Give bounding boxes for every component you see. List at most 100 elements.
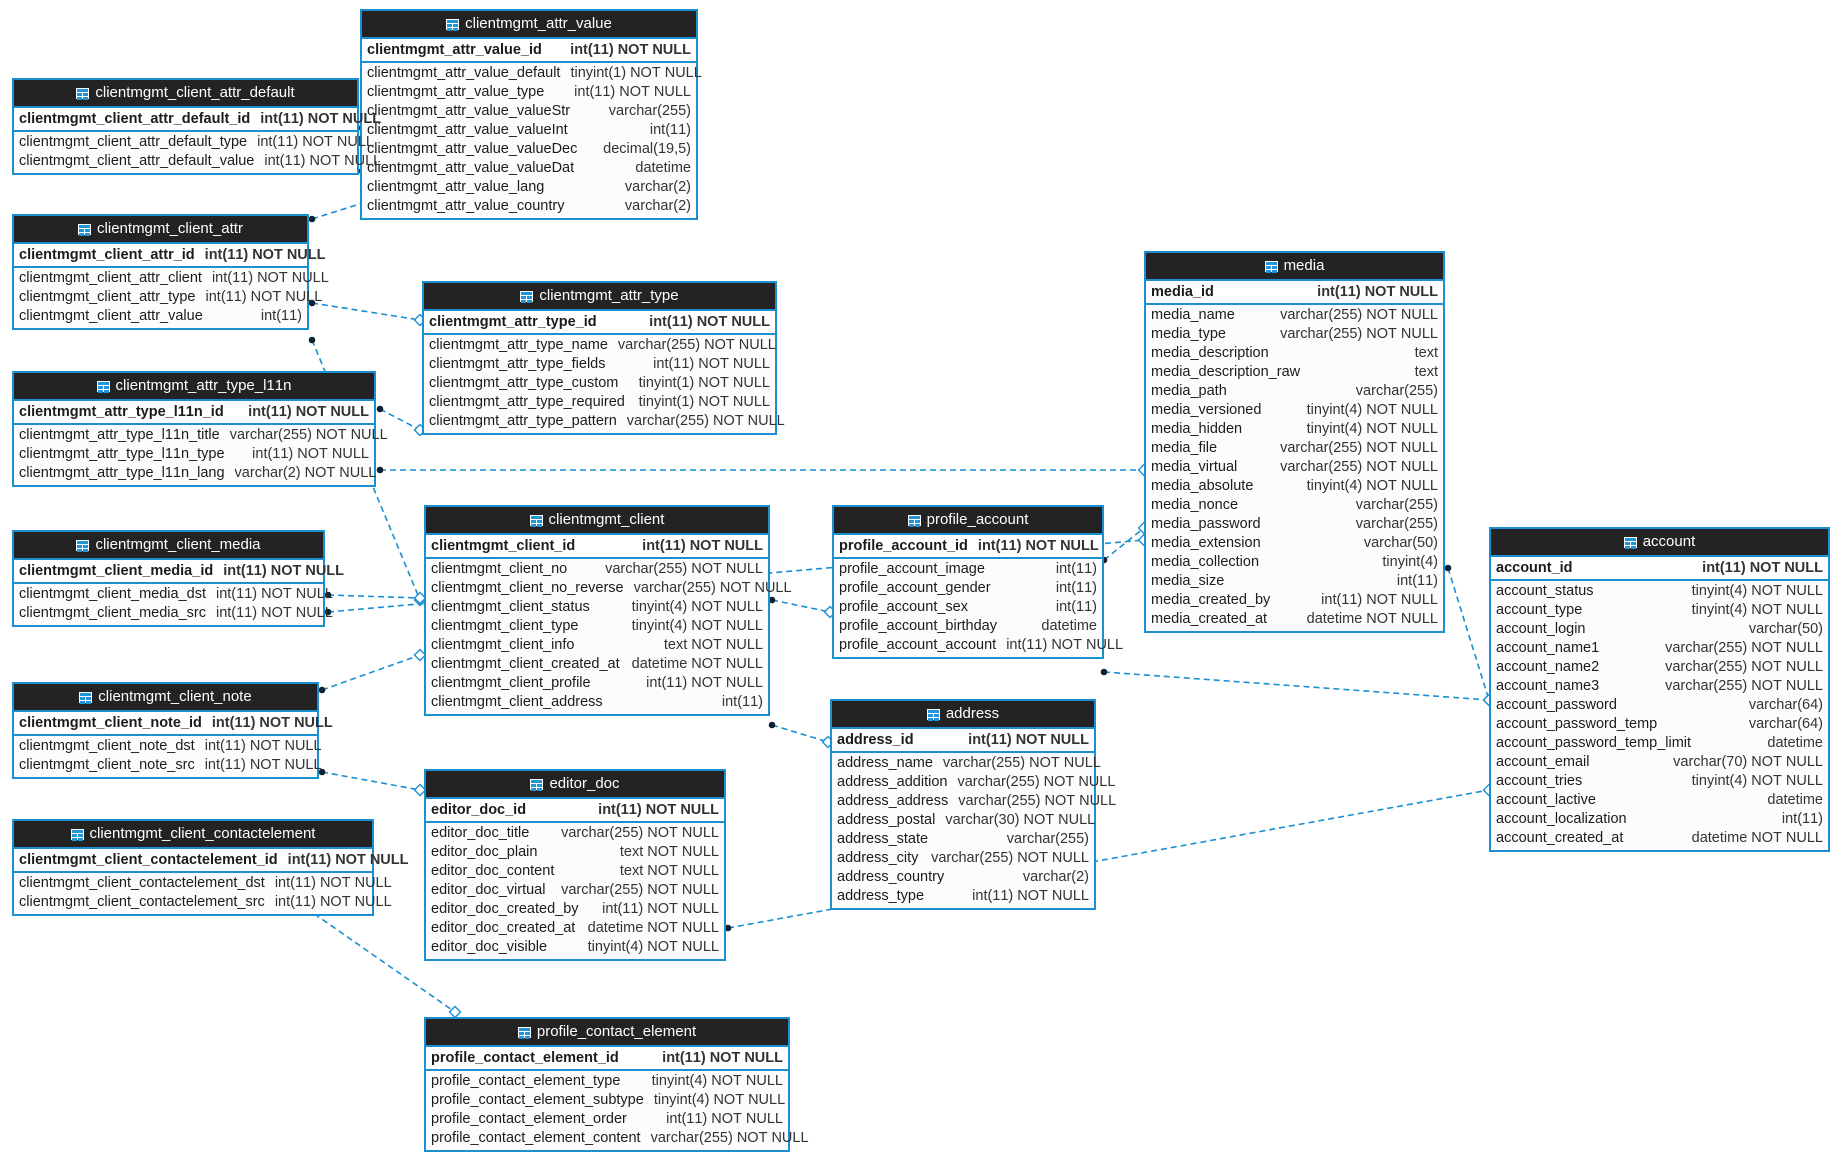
column-row[interactable]: media_collectiontinyint(4) <box>1146 553 1443 572</box>
column-row[interactable]: media_typevarchar(255) NOT NULL <box>1146 325 1443 344</box>
primary-key-row[interactable]: clientmgmt_attr_type_l11n_idint(11) NOT … <box>14 401 374 425</box>
column-row[interactable]: clientmgmt_attr_value_valueDatdatetime <box>362 159 696 178</box>
primary-key-row[interactable]: editor_doc_idint(11) NOT NULL <box>426 799 724 823</box>
column-row[interactable]: editor_doc_virtualvarchar(255) NOT NULL <box>426 881 724 900</box>
primary-key-row[interactable]: media_idint(11) NOT NULL <box>1146 281 1443 305</box>
column-row[interactable]: editor_doc_plaintext NOT NULL <box>426 843 724 862</box>
column-row[interactable]: editor_doc_created_atdatetime NOT NULL <box>426 919 724 938</box>
column-row[interactable]: clientmgmt_client_note_srcint(11) NOT NU… <box>14 756 322 775</box>
column-row[interactable]: clientmgmt_attr_type_customtinyint(1) NO… <box>424 374 775 393</box>
primary-key-row[interactable]: clientmgmt_attr_value_idint(11) NOT NULL <box>362 39 696 63</box>
column-row[interactable]: clientmgmt_client_attr_default_valueint(… <box>14 152 381 171</box>
column-row[interactable]: media_sizeint(11) <box>1146 572 1443 591</box>
column-row[interactable]: profile_account_accountint(11) NOT NULL <box>834 636 1123 655</box>
column-row[interactable]: clientmgmt_client_profileint(11) NOT NUL… <box>426 674 768 693</box>
column-row[interactable]: clientmgmt_attr_value_defaulttinyint(1) … <box>362 64 702 83</box>
column-row[interactable]: clientmgmt_client_addressint(11) <box>426 693 768 712</box>
column-row[interactable]: media_created_atdatetime NOT NULL <box>1146 610 1443 629</box>
entity-table-clientmgmt_client_contactelement[interactable]: clientmgmt_client_contactelementclientmg… <box>12 819 409 916</box>
column-row[interactable]: media_passwordvarchar(255) <box>1146 515 1443 534</box>
column-row[interactable]: profile_contact_element_orderint(11) NOT… <box>426 1110 788 1129</box>
primary-key-row[interactable]: account_idint(11) NOT NULL <box>1491 557 1828 581</box>
column-row[interactable]: address_statevarchar(255) <box>832 830 1094 849</box>
column-row[interactable]: clientmgmt_client_media_dstint(11) NOT N… <box>14 585 333 604</box>
column-row[interactable]: editor_doc_contenttext NOT NULL <box>426 862 724 881</box>
primary-key-row[interactable]: clientmgmt_client_attr_default_idint(11)… <box>14 108 381 132</box>
column-row[interactable]: media_namevarchar(255) NOT NULL <box>1146 306 1443 325</box>
column-row[interactable]: media_noncevarchar(255) <box>1146 496 1443 515</box>
column-row[interactable]: clientmgmt_client_attr_clientint(11) NOT… <box>14 269 329 288</box>
column-row[interactable]: clientmgmt_client_note_dstint(11) NOT NU… <box>14 737 322 756</box>
column-row[interactable]: account_loginvarchar(50) <box>1491 620 1828 639</box>
entity-table-profile_account[interactable]: profile_accountprofile_account_idint(11)… <box>832 505 1123 659</box>
column-row[interactable]: clientmgmt_attr_value_valueIntint(11) <box>362 121 696 140</box>
column-row[interactable]: clientmgmt_attr_value_countryvarchar(2) <box>362 197 696 216</box>
column-row[interactable]: clientmgmt_attr_type_fieldsint(11) NOT N… <box>424 355 775 374</box>
entity-table-clientmgmt_attr_type_l11n[interactable]: clientmgmt_attr_type_l11nclientmgmt_attr… <box>12 371 388 487</box>
primary-key-row[interactable]: clientmgmt_client_idint(11) NOT NULL <box>426 535 768 559</box>
column-row[interactable]: clientmgmt_attr_type_l11n_langvarchar(2)… <box>14 464 376 483</box>
column-row[interactable]: address_addressvarchar(255) NOT NULL <box>832 792 1116 811</box>
entity-table-address[interactable]: addressaddress_idint(11) NOT NULLaddress… <box>830 699 1116 910</box>
column-row[interactable]: address_postalvarchar(30) NOT NULL <box>832 811 1095 830</box>
column-row[interactable]: clientmgmt_attr_type_l11n_titlevarchar(2… <box>14 426 388 445</box>
column-row[interactable]: account_created_atdatetime NOT NULL <box>1491 829 1828 848</box>
primary-key-row[interactable]: clientmgmt_client_attr_idint(11) NOT NUL… <box>14 244 326 268</box>
column-row[interactable]: clientmgmt_client_media_srcint(11) NOT N… <box>14 604 333 623</box>
entity-table-clientmgmt_client_attr_default[interactable]: clientmgmt_client_attr_defaultclientmgmt… <box>12 78 381 175</box>
column-row[interactable]: clientmgmt_attr_value_typeint(11) NOT NU… <box>362 83 696 102</box>
entity-table-editor_doc[interactable]: editor_doceditor_doc_idint(11) NOT NULLe… <box>424 769 726 961</box>
column-row[interactable]: profile_contact_element_subtypetinyint(4… <box>426 1091 788 1110</box>
column-row[interactable]: profile_account_imageint(11) <box>834 560 1102 579</box>
primary-key-row[interactable]: clientmgmt_client_contactelement_idint(1… <box>14 849 409 873</box>
column-row[interactable]: clientmgmt_attr_type_patternvarchar(255)… <box>424 412 785 431</box>
column-row[interactable]: address_typeint(11) NOT NULL <box>832 887 1094 906</box>
column-row[interactable]: clientmgmt_attr_type_l11n_typeint(11) NO… <box>14 445 374 464</box>
column-row[interactable]: media_created_byint(11) NOT NULL <box>1146 591 1443 610</box>
column-row[interactable]: address_countryvarchar(2) <box>832 868 1094 887</box>
column-row[interactable]: account_lactivedatetime <box>1491 791 1828 810</box>
primary-key-row[interactable]: clientmgmt_attr_type_idint(11) NOT NULL <box>424 311 775 335</box>
column-row[interactable]: account_statustinyint(4) NOT NULL <box>1491 582 1828 601</box>
column-row[interactable]: profile_account_sexint(11) <box>834 598 1102 617</box>
column-row[interactable]: account_name3varchar(255) NOT NULL <box>1491 677 1828 696</box>
column-row[interactable]: clientmgmt_attr_value_valueDecdecimal(19… <box>362 140 696 159</box>
column-row[interactable]: account_password_temp_limitdatetime <box>1491 734 1828 753</box>
column-row[interactable]: profile_contact_element_typetinyint(4) N… <box>426 1072 788 1091</box>
column-row[interactable]: clientmgmt_client_statustinyint(4) NOT N… <box>426 598 768 617</box>
column-row[interactable]: clientmgmt_client_contactelement_srcint(… <box>14 893 392 912</box>
column-row[interactable]: account_triestinyint(4) NOT NULL <box>1491 772 1828 791</box>
column-row[interactable]: address_additionvarchar(255) NOT NULL <box>832 773 1115 792</box>
column-row[interactable]: account_password_tempvarchar(64) <box>1491 715 1828 734</box>
column-row[interactable]: clientmgmt_attr_value_valueStrvarchar(25… <box>362 102 696 121</box>
primary-key-row[interactable]: clientmgmt_client_note_idint(11) NOT NUL… <box>14 712 333 736</box>
column-row[interactable]: media_pathvarchar(255) <box>1146 382 1443 401</box>
column-row[interactable]: clientmgmt_client_created_atdatetime NOT… <box>426 655 768 674</box>
column-row[interactable]: media_absolutetinyint(4) NOT NULL <box>1146 477 1443 496</box>
column-row[interactable]: editor_doc_created_byint(11) NOT NULL <box>426 900 724 919</box>
column-row[interactable]: clientmgmt_attr_type_requiredtinyint(1) … <box>424 393 775 412</box>
column-row[interactable]: clientmgmt_client_contactelement_dstint(… <box>14 874 392 893</box>
column-row[interactable]: clientmgmt_attr_value_langvarchar(2) <box>362 178 696 197</box>
entity-table-clientmgmt_attr_type[interactable]: clientmgmt_attr_typeclientmgmt_attr_type… <box>422 281 785 435</box>
column-row[interactable]: clientmgmt_client_no_reversevarchar(255)… <box>426 579 792 598</box>
column-row[interactable]: clientmgmt_client_novarchar(255) NOT NUL… <box>426 560 768 579</box>
column-row[interactable]: account_passwordvarchar(64) <box>1491 696 1828 715</box>
column-row[interactable]: clientmgmt_client_attr_default_typeint(1… <box>14 133 374 152</box>
column-row[interactable]: media_description_rawtext <box>1146 363 1443 382</box>
column-row[interactable]: media_extensionvarchar(50) <box>1146 534 1443 553</box>
entity-table-clientmgmt_client_note[interactable]: clientmgmt_client_noteclientmgmt_client_… <box>12 682 333 779</box>
column-row[interactable]: media_virtualvarchar(255) NOT NULL <box>1146 458 1443 477</box>
column-row[interactable]: account_localizationint(11) <box>1491 810 1828 829</box>
column-row[interactable]: account_typetinyint(4) NOT NULL <box>1491 601 1828 620</box>
entity-table-clientmgmt_client[interactable]: clientmgmt_clientclientmgmt_client_idint… <box>424 505 792 716</box>
column-row[interactable]: media_hiddentinyint(4) NOT NULL <box>1146 420 1443 439</box>
primary-key-row[interactable]: profile_account_idint(11) NOT NULL <box>834 535 1102 559</box>
entity-table-clientmgmt_client_media[interactable]: clientmgmt_client_mediaclientmgmt_client… <box>12 530 344 627</box>
column-row[interactable]: profile_account_genderint(11) <box>834 579 1102 598</box>
column-row[interactable]: media_versionedtinyint(4) NOT NULL <box>1146 401 1443 420</box>
column-row[interactable]: address_namevarchar(255) NOT NULL <box>832 754 1101 773</box>
column-row[interactable]: clientmgmt_client_attr_valueint(11) <box>14 307 307 326</box>
entity-table-media[interactable]: mediamedia_idint(11) NOT NULLmedia_namev… <box>1144 251 1445 633</box>
column-row[interactable]: clientmgmt_client_infotext NOT NULL <box>426 636 768 655</box>
